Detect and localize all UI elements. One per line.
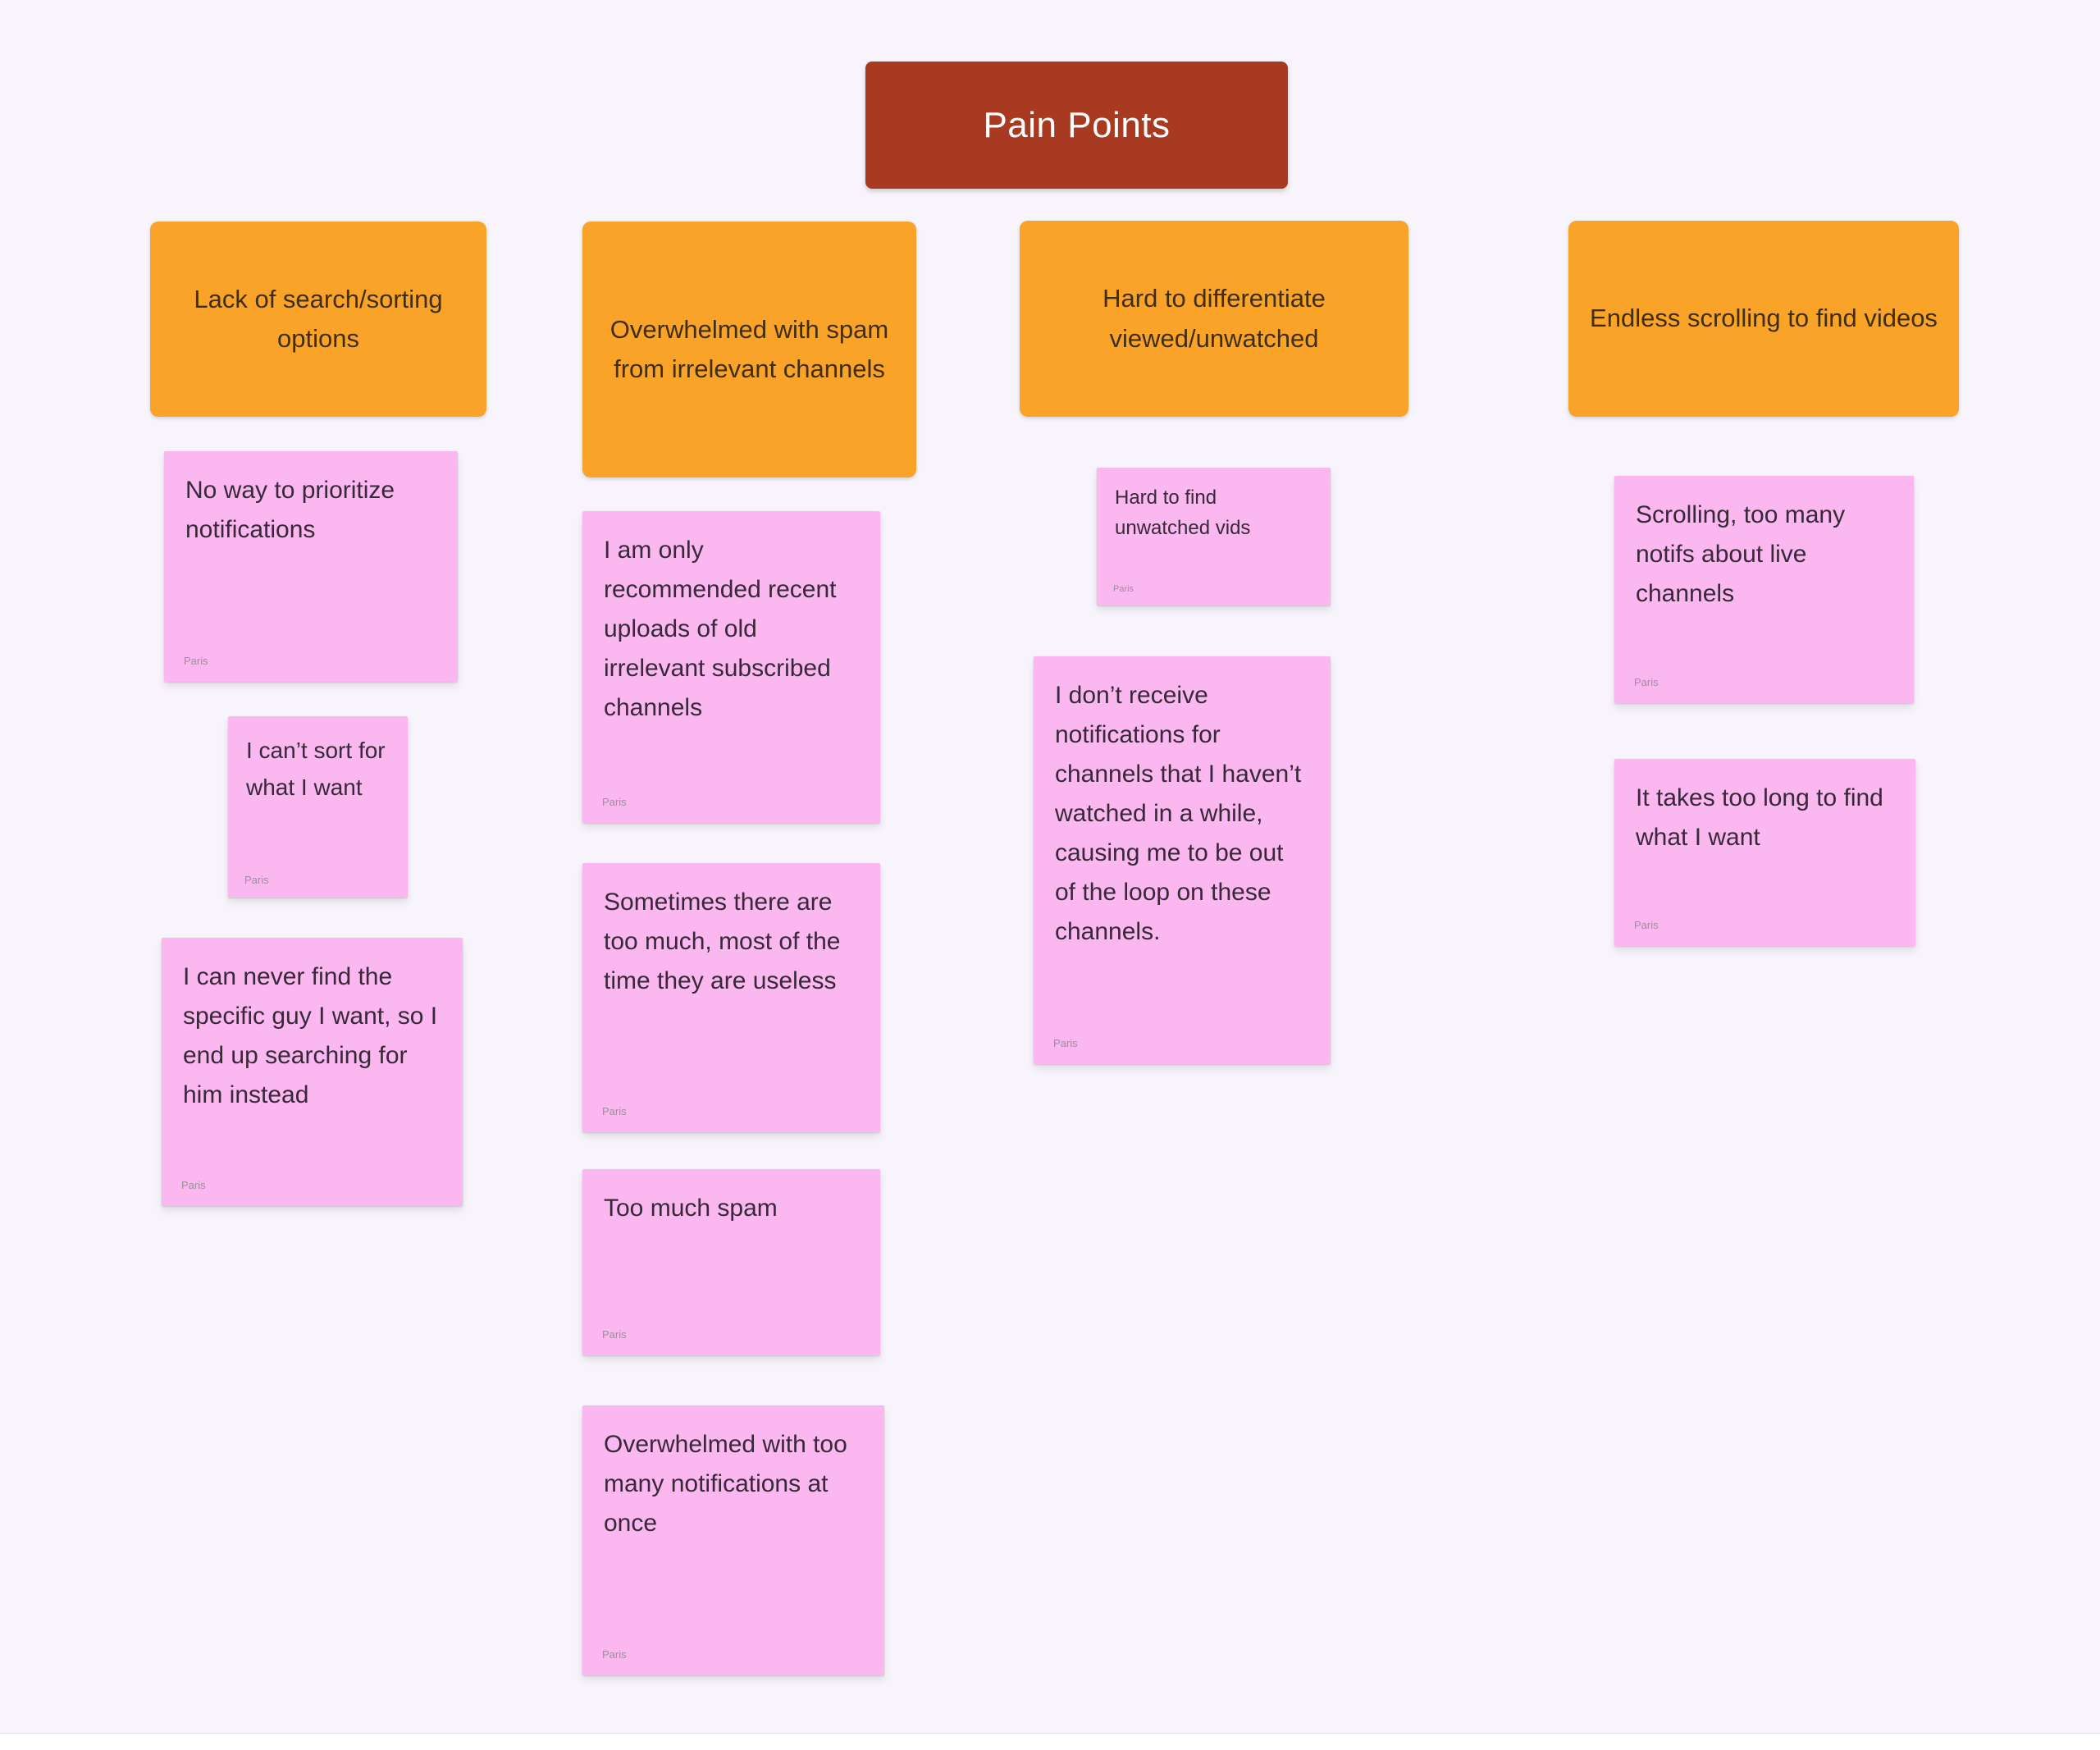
sticky-note-text: Overwhelmed with too many notifications … xyxy=(604,1431,847,1537)
sticky-note-text: No way to prioritize notifications xyxy=(185,477,395,543)
sticky-note-text: Scrolling, too many notifs about live ch… xyxy=(1636,501,1846,607)
sticky-note[interactable]: Scrolling, too many notifs about live ch… xyxy=(1614,476,1914,703)
sticky-note-text: I am only recommended recent uploads of … xyxy=(604,537,837,721)
sticky-note-text: Sometimes there are too much, most of th… xyxy=(604,889,841,994)
sticky-note-author: Paris xyxy=(602,1328,627,1341)
category-header-label: Endless scrolling to find videos xyxy=(1590,304,1938,333)
category-header-viewed-unwatched[interactable]: Hard to differentiate viewed/unwatched xyxy=(1020,221,1408,417)
board-title[interactable]: Pain Points xyxy=(865,62,1288,189)
sticky-note-author: Paris xyxy=(1113,584,1134,594)
sticky-note[interactable]: It takes too long to find what I want Pa… xyxy=(1614,759,1915,946)
sticky-note-text: Too much spam xyxy=(604,1195,778,1222)
sticky-note[interactable]: Hard to find unwatched vids Paris xyxy=(1097,468,1331,605)
sticky-note[interactable]: I can never find the specific guy I want… xyxy=(162,938,463,1206)
sticky-note[interactable]: I am only recommended recent uploads of … xyxy=(582,511,880,823)
category-header-endless-scrolling[interactable]: Endless scrolling to find videos xyxy=(1568,221,1959,417)
sticky-note-text: I can never find the specific guy I want… xyxy=(183,963,438,1108)
sticky-note-author: Paris xyxy=(1053,1037,1078,1049)
sticky-note-author: Paris xyxy=(602,1648,627,1661)
sticky-note-author: Paris xyxy=(184,655,208,667)
category-header-label: Hard to differentiate viewed/unwatched xyxy=(1102,284,1326,353)
sticky-note-author: Paris xyxy=(602,796,627,808)
sticky-note-text: It takes too long to find what I want xyxy=(1636,784,1883,851)
sticky-note-text: Hard to find unwatched vids xyxy=(1115,487,1251,540)
sticky-note-author: Paris xyxy=(1634,919,1659,931)
sticky-note-author: Paris xyxy=(244,874,269,886)
sticky-note[interactable]: Too much spam Paris xyxy=(582,1169,880,1355)
sticky-note[interactable]: I can’t sort for what I want Paris xyxy=(228,716,408,898)
sticky-note[interactable]: Sometimes there are too much, most of th… xyxy=(582,863,880,1132)
sticky-note[interactable]: No way to prioritize notifications Paris xyxy=(164,451,458,682)
category-header-label: Overwhelmed with spam from irrelevant ch… xyxy=(609,314,889,383)
sticky-note-text: I don’t receive notifications for channe… xyxy=(1055,682,1302,945)
category-header-label: Lack of search/sorting options xyxy=(194,284,443,353)
sticky-note-author: Paris xyxy=(602,1105,627,1117)
sticky-note-author: Paris xyxy=(181,1179,206,1191)
category-header-search-sorting[interactable]: Lack of search/sorting options xyxy=(150,222,486,417)
sticky-note-author: Paris xyxy=(1634,676,1659,688)
sticky-note[interactable]: I don’t receive notifications for channe… xyxy=(1034,656,1331,1064)
canvas-bottom-edge xyxy=(0,1733,2100,1750)
board-title-label: Pain Points xyxy=(983,104,1171,145)
sticky-note-text: I can’t sort for what I want xyxy=(246,738,386,800)
category-header-spam[interactable]: Overwhelmed with spam from irrelevant ch… xyxy=(582,222,916,477)
sticky-note[interactable]: Overwhelmed with too many notifications … xyxy=(582,1405,884,1675)
